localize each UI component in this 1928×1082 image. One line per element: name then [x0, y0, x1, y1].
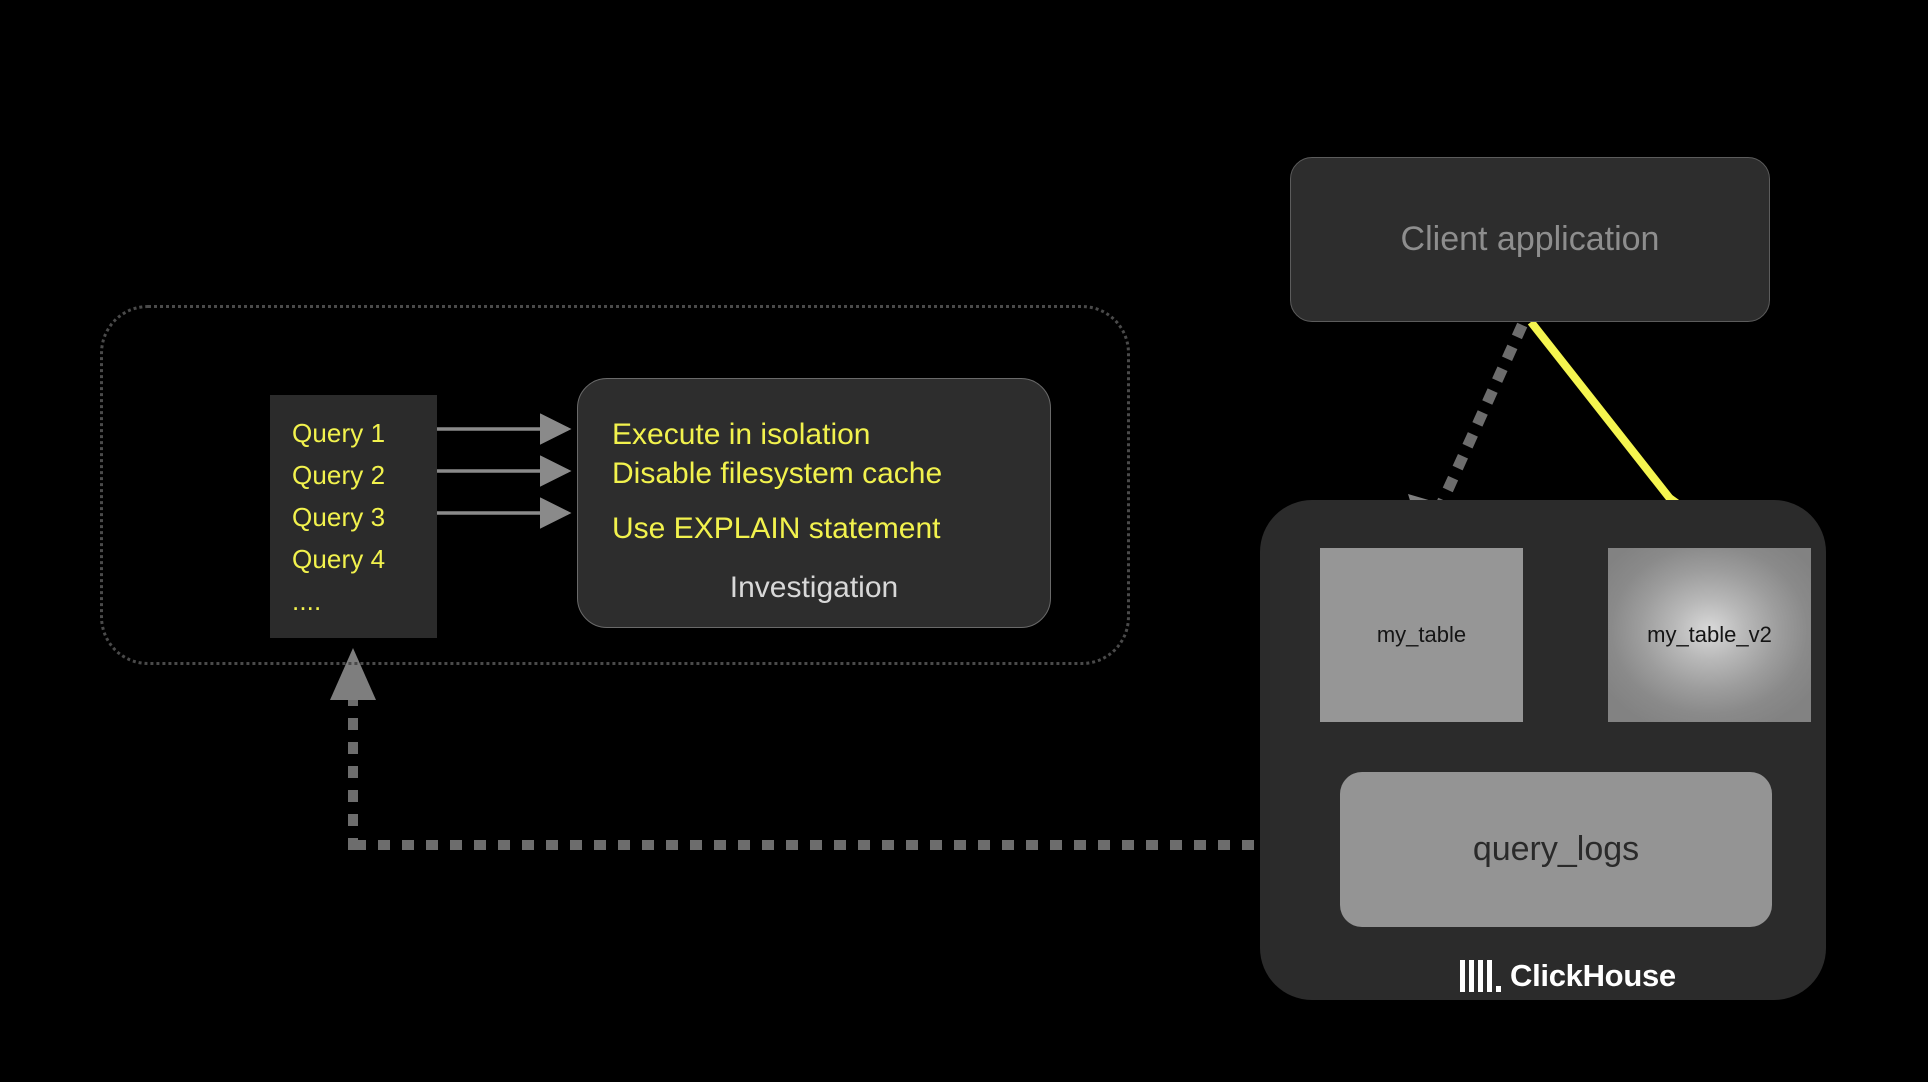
investigation-caption: Investigation [729, 571, 899, 604]
dotted-line-client-my-table [1428, 322, 1528, 524]
list-item-query-4[interactable]: Query 4 [292, 543, 386, 574]
table-box-query-logs[interactable]: query_logs [1340, 772, 1772, 927]
table-label-my-table-v2: my_table_v2 [1647, 622, 1772, 647]
logo-bar-1 [1460, 960, 1465, 992]
investigation-scope-container [100, 305, 1130, 665]
query-logs-feedback-path [330, 648, 1350, 850]
clickhouse-logo-mark-icon [1460, 960, 1501, 992]
clickhouse-logo: ClickHouse [1460, 960, 1676, 992]
list-item-query-more[interactable]: .... [292, 585, 322, 616]
yellow-line-client-my-table-v2 [1527, 319, 1694, 527]
client-application-label: Client application [1400, 220, 1660, 258]
query-list-box[interactable]: Query 1 Query 2 Query 3 Query 4 .... [270, 395, 437, 638]
list-item-query-3[interactable]: Query 3 [292, 501, 386, 532]
logo-dot [1496, 986, 1501, 992]
logo-bar-3 [1478, 960, 1483, 992]
client-application-box[interactable]: Client application [1290, 157, 1770, 322]
clickhouse-logo-text: ClickHouse [1510, 958, 1676, 993]
investigation-step-3: Use EXPLAIN statement [612, 512, 941, 545]
table-box-my-table[interactable]: my_table [1320, 548, 1523, 722]
table-label-query-logs: query_logs [1472, 830, 1640, 868]
logo-bar-4 [1487, 960, 1492, 992]
logo-bar-2 [1469, 960, 1474, 992]
list-item-query-1[interactable]: Query 1 [292, 417, 386, 448]
table-label-my-table: my_table [1376, 622, 1467, 647]
investigation-panel[interactable]: Execute in isolation Disable filesystem … [577, 378, 1051, 628]
list-item-query-2[interactable]: Query 2 [292, 459, 386, 490]
table-box-my-table-v2[interactable]: my_table_v2 [1608, 548, 1811, 722]
investigation-step-1: Execute in isolation [612, 418, 871, 451]
investigation-step-2: Disable filesystem cache [612, 457, 943, 490]
